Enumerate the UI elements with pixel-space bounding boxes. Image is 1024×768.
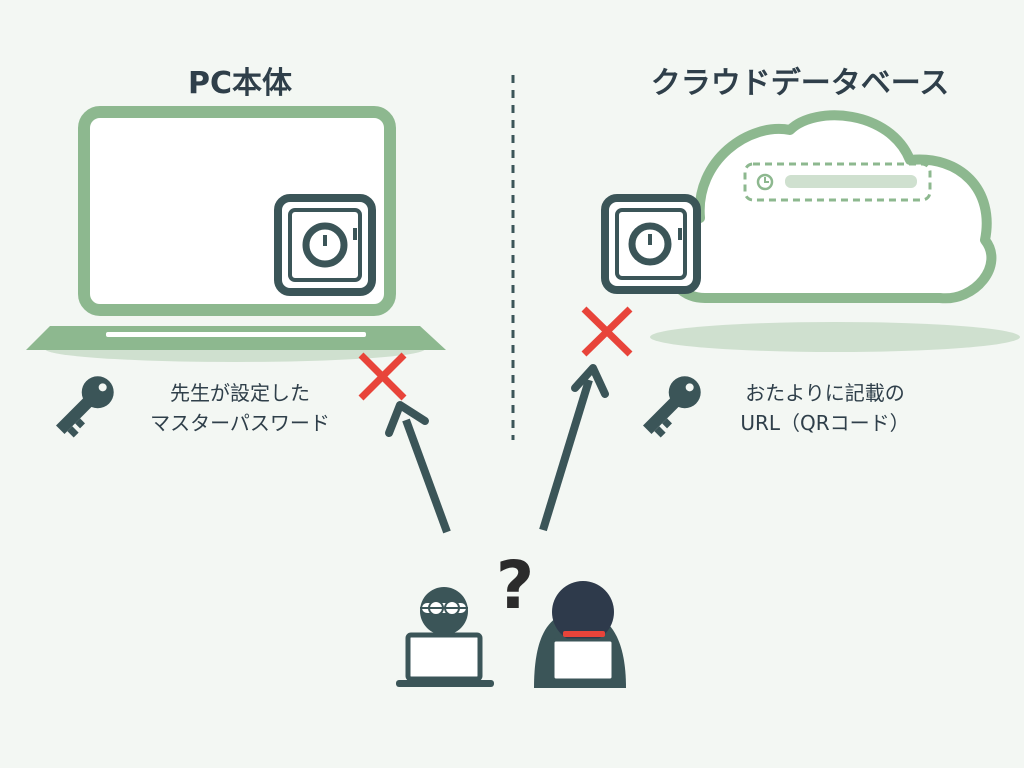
safe-icon — [601, 194, 701, 294]
caption-master-password: 先生が設定した マスターパスワード — [110, 378, 370, 438]
question-mark-text: ? — [496, 547, 534, 620]
cloud-icon — [650, 110, 1020, 352]
caption-line: マスターパスワード — [150, 411, 330, 435]
cross-icon — [358, 352, 407, 401]
caption-line: URL（QRコード） — [740, 411, 910, 435]
hooded-hacker-icon — [534, 581, 626, 688]
question-mark: ? — [496, 547, 534, 620]
panel-title-cloud: クラウドデータベース — [650, 66, 950, 101]
person-icon — [396, 587, 494, 687]
panel-title-pc: PC本体 — [187, 66, 292, 101]
caption-line: おたよりに記載の — [745, 381, 905, 405]
laptop-icon — [26, 106, 446, 362]
key-icon — [643, 376, 701, 438]
arrow-icon — [539, 364, 609, 532]
safe-icon — [274, 194, 376, 296]
caption-line: 先生が設定した — [170, 381, 310, 405]
cross-icon — [581, 306, 633, 357]
caption-url-qr: おたよりに記載の URL（QRコード） — [690, 378, 960, 438]
key-icon — [56, 376, 114, 438]
arrow-icon — [385, 401, 451, 534]
